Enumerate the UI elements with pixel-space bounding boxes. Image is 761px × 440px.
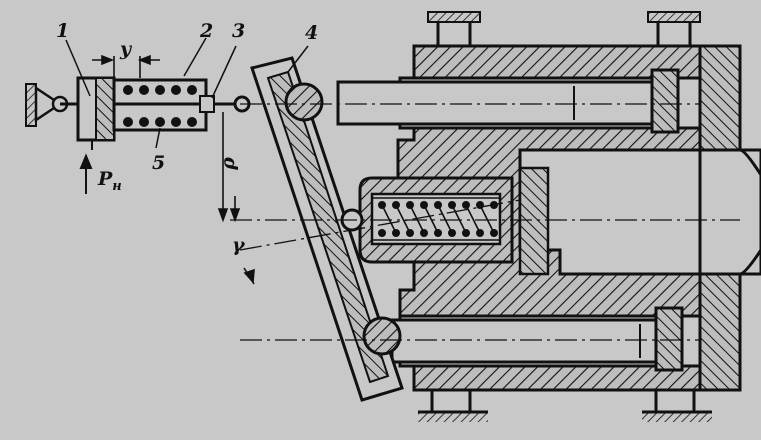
bottom-support-left — [418, 390, 488, 422]
central-spring — [372, 197, 500, 241]
axis-lines — [230, 103, 740, 341]
sensor-assembly — [25, 37, 309, 194]
dimension-rho — [217, 112, 241, 223]
top-support-left — [427, 11, 481, 46]
swash-plate — [233, 56, 404, 402]
callout-2: 2 — [200, 20, 214, 42]
callout-1: 1 — [56, 20, 70, 42]
dimension-gamma — [243, 267, 255, 285]
dimension-gamma-label: γ — [232, 234, 245, 256]
force-label-subscript: н — [112, 178, 122, 194]
cylinder-block — [336, 11, 761, 422]
callout-3: 3 — [232, 20, 246, 42]
dimension-rho-label: ρ — [216, 157, 239, 170]
force-label-symbol: P — [98, 168, 113, 190]
callout-4: 4 — [305, 22, 319, 44]
bottom-support-right — [642, 390, 712, 422]
top-support-right — [647, 11, 701, 46]
dimension-y-label: y — [120, 38, 132, 60]
callout-5: 5 — [152, 152, 166, 174]
force-label: Pн — [98, 170, 122, 193]
